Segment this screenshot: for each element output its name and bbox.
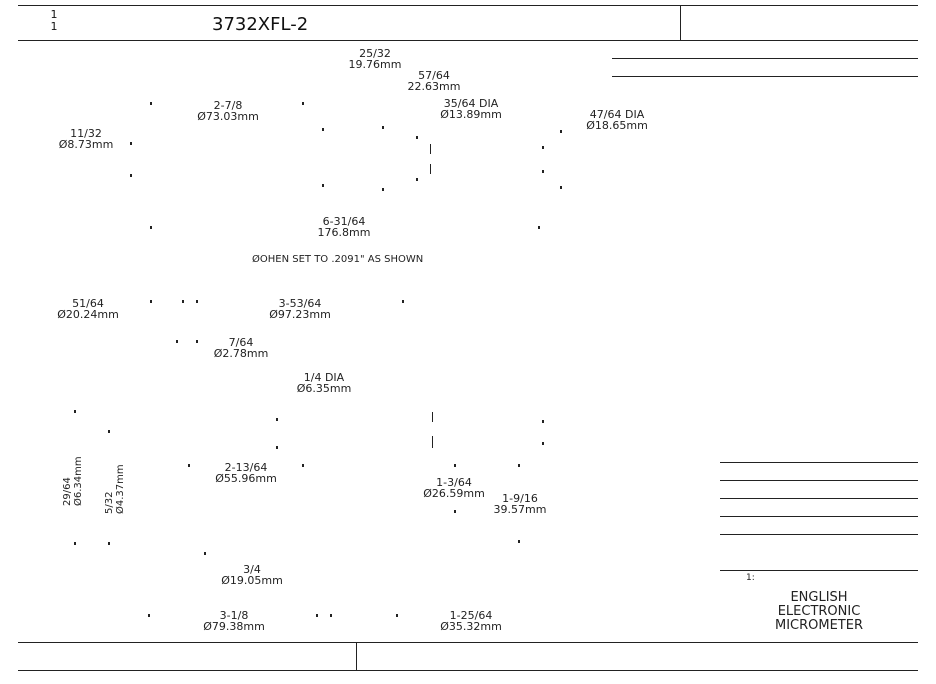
right-rule-1 [612,58,918,59]
header-top-border [18,5,918,6]
arrow-mark [416,178,418,181]
arrow-mark [518,464,520,467]
arrow-mark [542,442,544,445]
arrow-mark [276,418,278,421]
arrow-mark [276,446,278,449]
arrow-mark [182,300,184,303]
arrow-mark [454,510,456,513]
title-block-description: ENGLISH ELECTRONIC MICROMETER [750,591,888,633]
arrow-mark [396,614,398,617]
footer-bottom-border [18,670,918,671]
arrow-mark [382,188,384,191]
arrow-mark [150,226,152,229]
arrow-mark [74,542,76,545]
footer-top-border [18,642,918,643]
right-rule-2 [612,76,918,77]
arrow-mark [322,128,324,131]
footer-divider [356,642,357,670]
arrow-mark [150,300,152,303]
arrow-mark [148,614,150,617]
sheet-number-bottom: 1 [50,20,58,33]
arrow-mark [330,614,332,617]
arrow-mark [74,410,76,413]
title-line-3: MICROMETER [774,618,863,633]
arrow-mark [188,464,190,467]
sheet-number: 1 1 [48,9,60,33]
arrow-mark [108,542,110,545]
arrow-mark [302,464,304,467]
arrow-mark [542,146,544,149]
arrow-mark [402,300,404,303]
arrow-mark [560,186,562,189]
setting-note: ØOHEN SET TO .2091" AS SHOWN [252,254,424,265]
title-block-rule [720,498,918,499]
arrow-mark [196,340,198,343]
header-divider [680,5,681,40]
sheet-number-top: 1 [50,8,58,21]
title-line-2: ELECTRONIC [777,604,861,619]
arrow-mark [538,226,540,229]
arrow-mark [432,436,433,448]
title-block-rule [720,570,918,571]
arrow-mark [430,164,431,174]
title-block-rule [720,480,918,481]
title-line-1: ENGLISH [790,590,848,605]
arrow-mark [382,126,384,129]
arrow-mark [454,464,456,467]
title-block-rule [720,516,918,517]
arrow-mark [430,144,431,154]
arrow-mark [542,170,544,173]
arrow-mark [416,136,418,139]
arrow-mark [204,552,206,555]
arrow-mark [176,340,178,343]
title-block-rule [720,534,918,535]
scale-mark: 1: [746,573,755,583]
arrow-mark [316,614,318,617]
arrow-mark [150,102,152,105]
arrow-mark [542,420,544,423]
arrow-mark [432,412,433,422]
arrow-mark [130,174,132,177]
arrow-mark [130,142,132,145]
header-bottom-border [18,40,918,41]
arrow-mark [560,130,562,133]
arrow-mark [196,300,198,303]
arrow-mark [302,102,304,105]
arrow-mark [518,540,520,543]
arrow-mark [108,430,110,433]
arrow-mark [322,184,324,187]
part-number: 3732XFL-2 [212,14,309,35]
title-block-rule [720,462,918,463]
